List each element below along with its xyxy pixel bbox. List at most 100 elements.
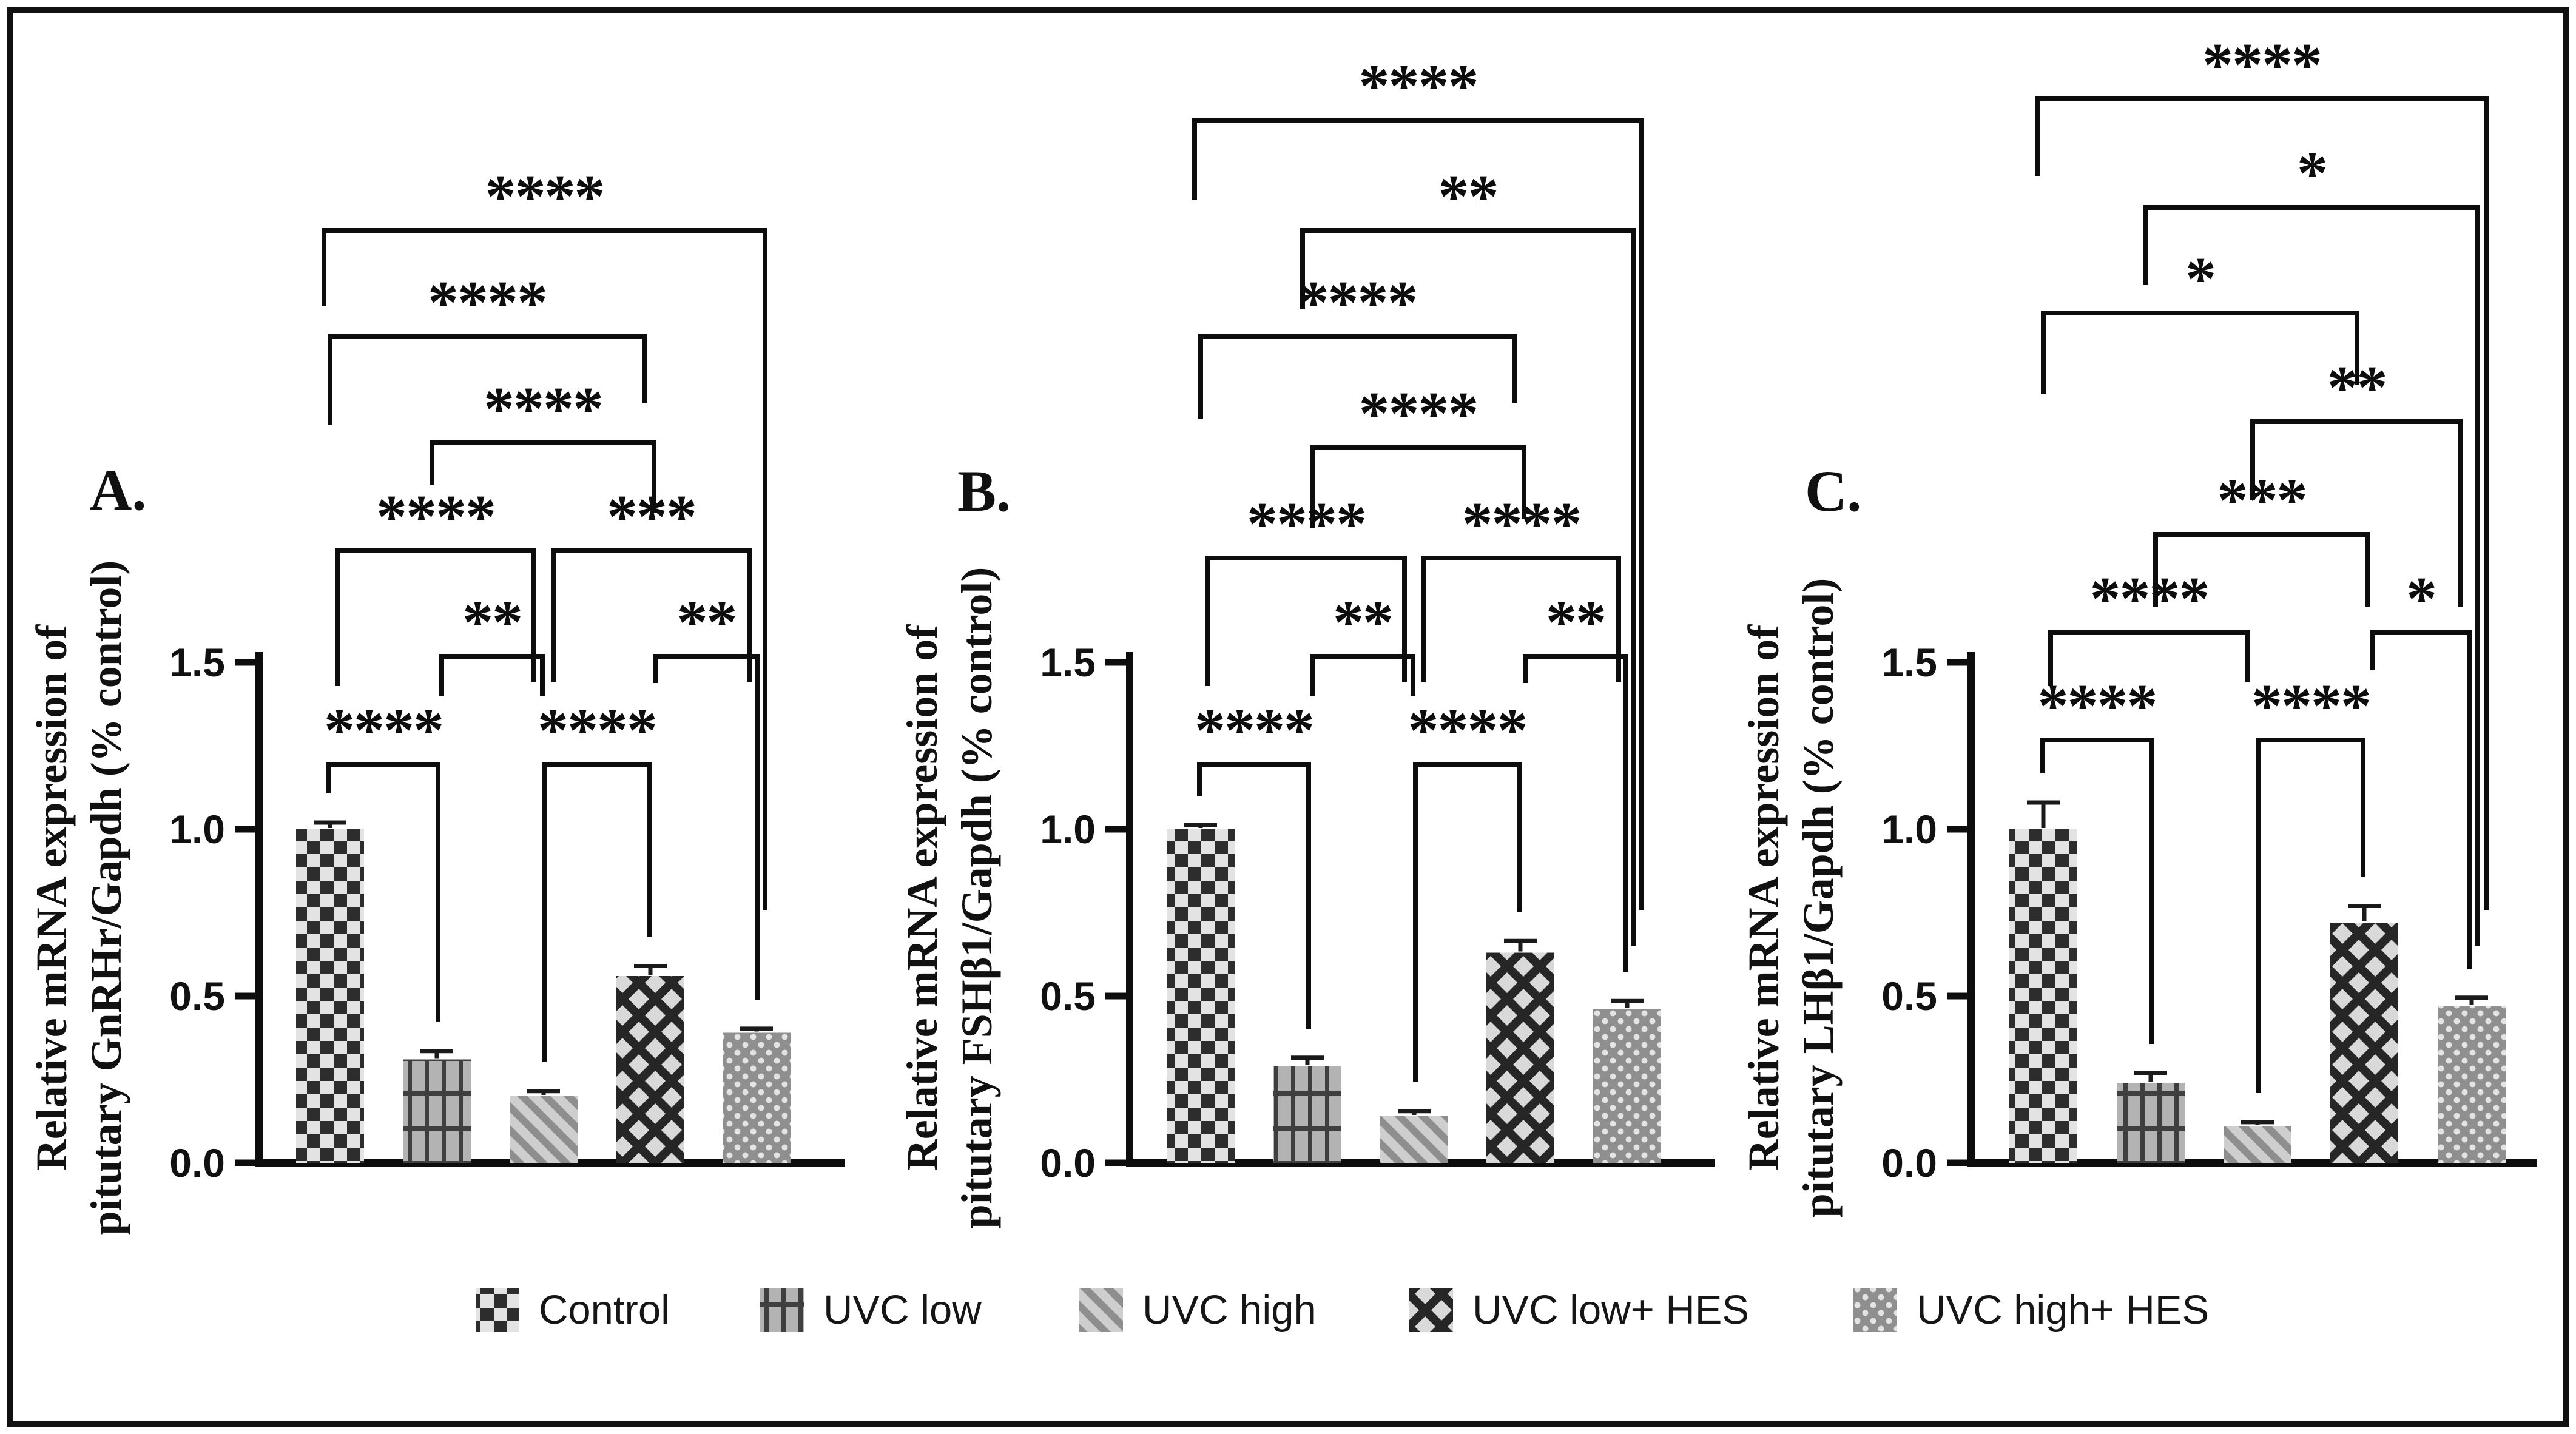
significance-stars: **** (1247, 490, 1366, 559)
bar-uvc-high-hes (1593, 1009, 1661, 1163)
legend-label: UVC low+ HES (1472, 1287, 1749, 1333)
significance-bracket (2153, 532, 2370, 607)
significance-stars: ** (677, 588, 737, 657)
significance-stars: * (2297, 140, 2327, 208)
significance-bracket (2048, 630, 2250, 686)
significance-bracket (2040, 738, 2154, 1044)
y-tick-label-B: 0.0 (1040, 1140, 1096, 1185)
significance-bracket (1523, 654, 1628, 972)
significance-bracket (1310, 445, 1526, 528)
legend-swatch-diamond (1409, 1288, 1453, 1332)
significance-stars: **** (1408, 696, 1527, 765)
bar-uvc-low (2117, 1083, 2185, 1163)
significance-stars: **** (1195, 696, 1313, 765)
y-tick-label-A: 1.0 (169, 807, 225, 852)
panel-letter-A: A. (90, 457, 146, 522)
legend-label: Control (539, 1287, 670, 1333)
y-tick-label-C: 0.5 (1881, 974, 1937, 1018)
significance-bracket (2035, 96, 2489, 910)
y-axis-label-line1-C: Relative mRNA expression of (1739, 624, 1788, 1171)
significance-bracket (2143, 205, 2480, 946)
bar-uvc-low-hes (1486, 952, 1554, 1163)
significance-stars: ** (1438, 163, 1498, 231)
significance-bracket (430, 440, 656, 513)
bar-control (2009, 829, 2077, 1163)
bar-control (1167, 829, 1235, 1163)
y-tick-label-B: 1.5 (1040, 640, 1096, 685)
significance-stars: **** (1462, 490, 1581, 559)
significance-bracket (2370, 630, 2472, 969)
bar-uvc-high-hes (723, 1032, 791, 1163)
significance-bracket (2041, 311, 2359, 394)
significance-stars: **** (2038, 672, 2157, 741)
significance-bracket (2250, 419, 2463, 607)
bar-uvc-low-hes (616, 976, 684, 1163)
significance-stars: **** (428, 269, 547, 337)
significance-stars: *** (2217, 466, 2307, 535)
legend: Control UVC low UVC high UVC low+ HES UVC hi… (476, 1287, 2209, 1333)
bar-uvc-high-hes (2438, 1006, 2506, 1163)
significance-bracket (1300, 228, 1636, 946)
bar-uvc-low (1273, 1066, 1341, 1163)
legend-swatch-dots (1853, 1288, 1897, 1332)
bar-uvc-high (2224, 1126, 2291, 1163)
significance-bracket (653, 654, 760, 1000)
significance-bracket (1310, 654, 1415, 696)
y-axis-label-line2-B: pitutary FSHβ1/Gapdh (% control) (953, 567, 1001, 1229)
y-axis-label-line1-A: Relative mRNA expression of (27, 624, 76, 1171)
significance-stars: **** (1359, 52, 1478, 121)
y-axis-label-line1-B: Relative mRNA expression of (898, 624, 946, 1171)
y-tick-label-A: 1.5 (169, 640, 225, 685)
significance-bracket (1192, 118, 1644, 910)
significance-bracket (551, 548, 752, 682)
significance-stars: **** (485, 163, 604, 231)
significance-stars: * (2185, 245, 2215, 314)
significance-stars: ** (1546, 588, 1605, 657)
legend-label: UVC high (1142, 1287, 1317, 1333)
y-tick-label-B: 1.0 (1040, 807, 1096, 852)
y-axis-label-line2-C: pitutary LHβ1/Gapdh (% control) (1794, 578, 1843, 1218)
significance-stars: **** (2251, 672, 2370, 741)
y-axis-label-line2-A: pitutary GnRHr/Gapdh (% control) (82, 560, 130, 1236)
significance-stars: **** (538, 696, 656, 765)
significance-stars: **** (2202, 31, 2321, 99)
significance-bracket (1413, 762, 1522, 1082)
y-tick-label-C: 1.5 (1881, 640, 1937, 685)
significance-bracket (1197, 762, 1311, 1029)
y-tick-label-C: 1.0 (1881, 807, 1937, 852)
y-tick-label-A: 0.5 (169, 974, 225, 1018)
significance-bracket (335, 548, 536, 686)
y-tick-label-B: 0.5 (1040, 974, 1096, 1018)
legend-swatch-diag (1079, 1288, 1123, 1332)
significance-stars: ** (2327, 354, 2387, 422)
significance-stars: ** (1333, 588, 1392, 657)
legend-swatch-grid (760, 1288, 804, 1332)
significance-bracket (542, 762, 652, 1062)
y-tick-label-C: 0.0 (1881, 1140, 1937, 1185)
significance-bracket (326, 762, 440, 1022)
significance-bracket (439, 654, 545, 696)
significance-stars: **** (2090, 565, 2209, 633)
legend-swatch-checker (476, 1288, 519, 1332)
significance-stars: **** (324, 696, 443, 765)
significance-bracket (322, 228, 767, 910)
significance-stars: **** (484, 375, 602, 443)
bar-uvc-low (403, 1059, 471, 1163)
significance-stars: **** (1359, 380, 1478, 448)
significance-bracket (328, 334, 647, 425)
legend-label: UVC high+ HES (1917, 1287, 2209, 1333)
figure-border (7, 7, 2569, 1427)
panel-letter-B: B. (957, 459, 1011, 523)
significance-bracket (2256, 738, 2365, 1093)
significance-stars: *** (607, 483, 696, 551)
bar-uvc-high (510, 1096, 578, 1163)
significance-bracket (1421, 556, 1621, 682)
panel-letter-C: C. (1805, 459, 1861, 523)
legend-label: UVC low (823, 1287, 982, 1333)
bar-control (296, 829, 364, 1163)
